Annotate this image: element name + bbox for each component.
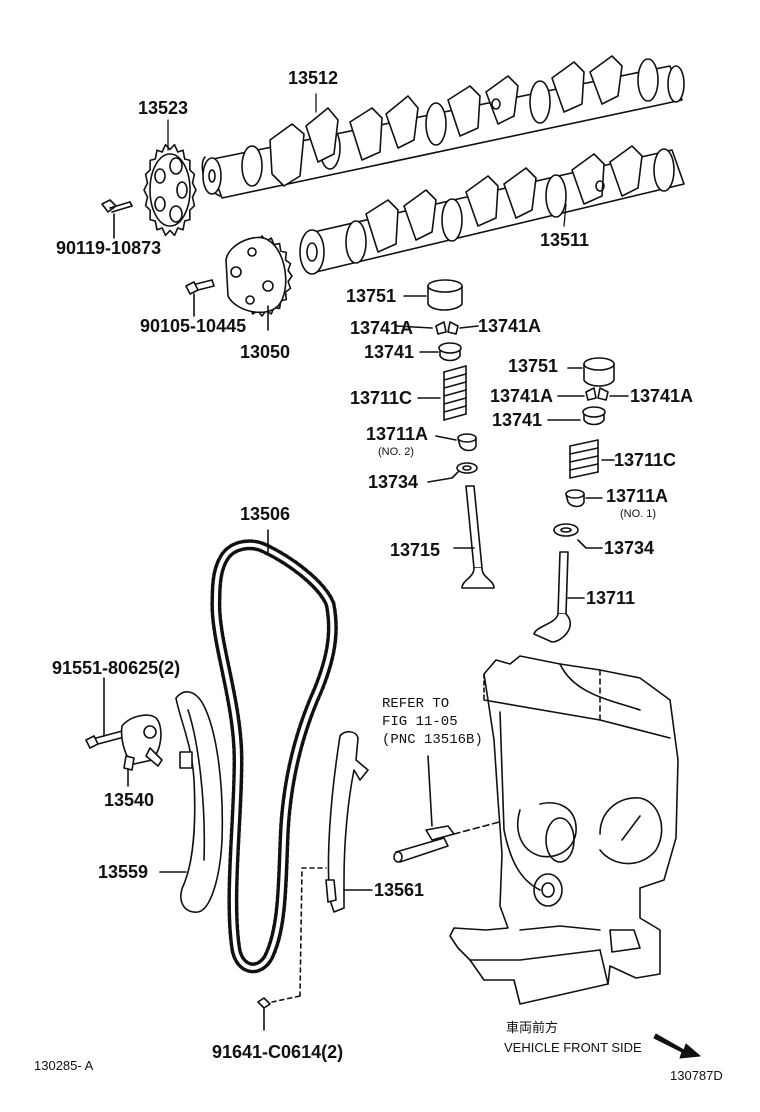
- front-side-japanese: 車両前方: [506, 1020, 559, 1035]
- part-label-90105: 90105-10445: [140, 316, 247, 336]
- part-label-13711: 13711: [586, 588, 636, 608]
- part-label-91551: 91551-80625(2): [52, 658, 181, 678]
- part-label-13741A-right-a: 13741A: [490, 386, 554, 406]
- illustration-code-right: 130787D: [670, 1068, 723, 1083]
- part-label-13715: 13715: [390, 540, 441, 560]
- part-label-13540: 13540: [104, 790, 155, 810]
- engine-block: [449, 655, 679, 1005]
- valve-stack-right: [533, 357, 629, 643]
- chain-guide-13559: [159, 691, 224, 913]
- part-sublabel-no2: (NO. 2): [378, 446, 415, 458]
- refer-note-line3: (PNC 13516B): [382, 732, 483, 748]
- refer-note-line1: REFER TO: [382, 696, 450, 712]
- part-label-13751-right: 13751: [508, 356, 559, 376]
- part-label-13734-right: 13734: [604, 538, 655, 558]
- part-label-13711A-right: 13711A: [606, 486, 669, 506]
- timing-chain-13506: [210, 529, 338, 974]
- part-label-13741A-left-a: 13741A: [350, 318, 414, 338]
- tensioner-13540: [85, 677, 163, 787]
- valve-stack-left: [395, 279, 495, 589]
- illustration-code-left: 130285- A: [34, 1058, 94, 1073]
- part-label-13734-left: 13734: [368, 472, 419, 492]
- part-label-13559: 13559: [98, 862, 149, 882]
- part-label-13711C-left: 13711C: [350, 388, 413, 408]
- part-label-91641: 91641-C0614(2): [212, 1042, 344, 1062]
- part-sublabel-no1: (NO. 1): [620, 508, 657, 520]
- leader-lines: [167, 93, 567, 227]
- part-label-90119: 90119-10873: [56, 238, 162, 258]
- part-label-13751-left: 13751: [346, 286, 397, 306]
- part-label-13741-left: 13741: [364, 342, 415, 362]
- cam-sprocket-13523: [143, 143, 197, 237]
- part-label-13523: 13523: [138, 98, 189, 118]
- part-label-13711A-left: 13711A: [366, 424, 429, 444]
- camshaft-13512: [201, 55, 685, 199]
- part-label-13512: 13512: [288, 68, 339, 88]
- part-label-13050: 13050: [240, 342, 291, 362]
- front-arrow-icon: [653, 1033, 701, 1059]
- part-label-13741A-left-b: 13741A: [478, 316, 542, 336]
- part-label-13561: 13561: [374, 880, 425, 900]
- part-label-13741-right: 13741: [492, 410, 543, 430]
- bolt-90119: [101, 199, 133, 239]
- part-label-13711C-right: 13711C: [614, 450, 677, 470]
- part-label-13506: 13506: [240, 504, 291, 524]
- bolt-91641: [257, 867, 327, 1031]
- camshaft-13511: [299, 145, 685, 275]
- part-label-13741A-right-b: 13741A: [630, 386, 694, 406]
- refer-note-line2: FIG 11-05: [382, 714, 458, 730]
- part-label-13511: 13511: [540, 230, 590, 250]
- chain-damper-13561: [325, 730, 373, 913]
- bolt-90105: [185, 279, 215, 317]
- front-side-english: VEHICLE FRONT SIDE: [504, 1040, 642, 1055]
- vvt-gear-13050: [225, 235, 293, 331]
